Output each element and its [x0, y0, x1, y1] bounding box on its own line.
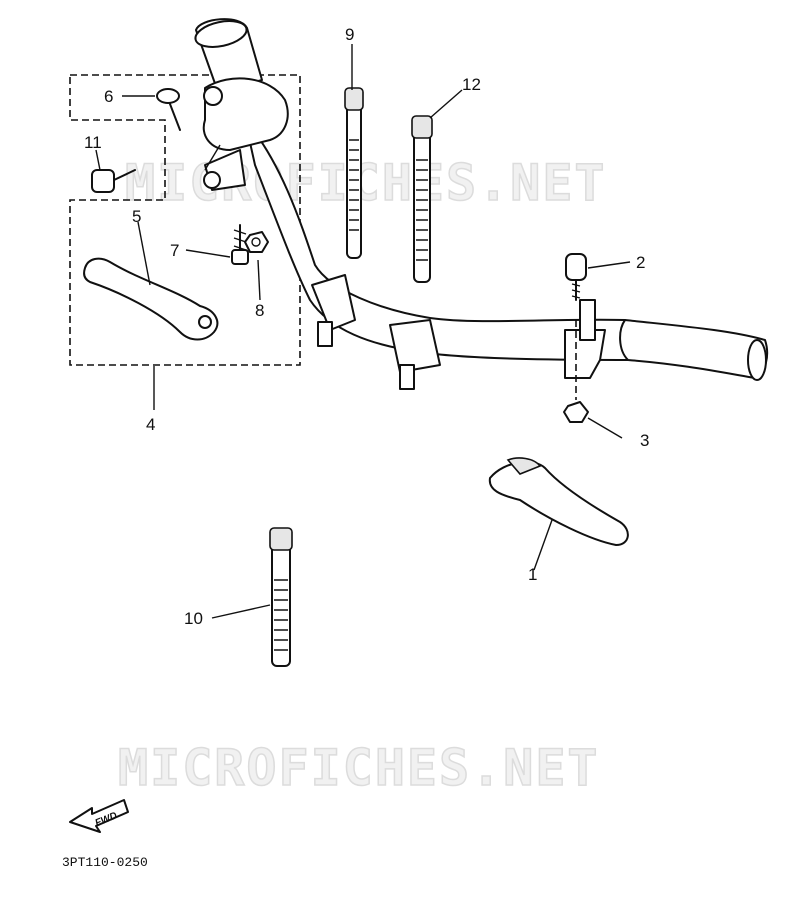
diagram-code: 3PT110-0250 [62, 855, 148, 870]
nut-8 [244, 231, 269, 253]
leader-lines [95, 44, 631, 619]
label-10: 10 [184, 609, 203, 628]
label-7: 7 [170, 241, 179, 260]
bolt-2 [565, 253, 587, 301]
label-1: 1 [528, 565, 537, 584]
screw-6 [156, 88, 181, 131]
label-2: 2 [636, 253, 645, 272]
cable-tie-10 [269, 527, 293, 667]
bolt-11 [91, 169, 136, 193]
cable-tie-9 [344, 87, 364, 259]
watermark-bottom: MICROFICHES.NET [118, 739, 600, 797]
label-3: 3 [640, 431, 649, 450]
label-4: 4 [146, 415, 155, 434]
label-9: 9 [345, 25, 354, 44]
label-12: 12 [462, 75, 481, 94]
label-8: 8 [255, 301, 264, 320]
handlebar [194, 18, 769, 390]
cable-tie-12 [411, 115, 433, 283]
nut-3 [563, 320, 589, 423]
lever-left [83, 257, 219, 341]
watermark-top: MICROFICHES.NET [125, 154, 607, 212]
label-5: 5 [132, 207, 141, 226]
lever-holder-left [202, 77, 289, 191]
label-11: 11 [84, 133, 102, 152]
assembly-box [69, 74, 301, 366]
lever-right [488, 457, 629, 546]
label-6: 6 [104, 87, 113, 106]
bolt-7 [231, 224, 249, 265]
forward-arrow: FWD [69, 799, 129, 833]
